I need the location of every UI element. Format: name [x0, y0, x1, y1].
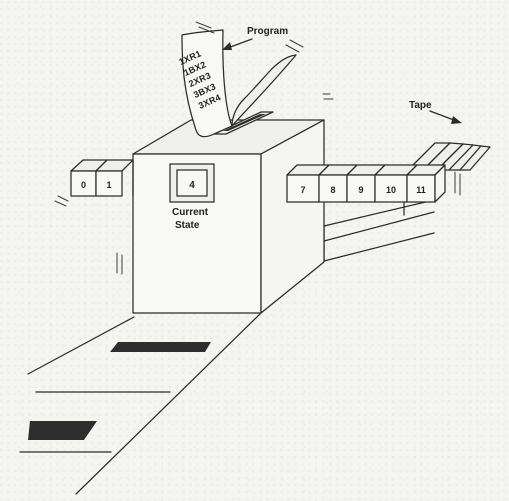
machine-box	[133, 120, 324, 313]
right-cell-label-7: 7	[300, 185, 305, 195]
diagram-labels: Program Tape	[222, 26, 462, 124]
left-cell-label-0: 0	[81, 180, 86, 190]
machine-side-face	[261, 120, 324, 313]
program-arrow-head	[222, 42, 232, 50]
tape-label: Tape	[409, 100, 432, 111]
right-cell-label-9: 9	[358, 185, 363, 195]
tape-arrow-head	[451, 116, 462, 124]
track-edge-right	[76, 314, 260, 494]
track-link-1	[324, 200, 434, 226]
right-cell-label-10: 10	[386, 185, 396, 195]
right-cell-label-8: 8	[330, 185, 335, 195]
floor-track	[20, 314, 260, 494]
motion-mark-left-1	[58, 196, 68, 201]
state-label-line-1: Current	[172, 207, 209, 218]
left-cell-label-1: 1	[106, 180, 111, 190]
right-cell-label-11: 11	[416, 185, 426, 195]
program-label: Program	[247, 26, 288, 37]
state-value: 4	[189, 180, 195, 191]
state-label-line-2: State	[175, 220, 200, 231]
motion-mark-program-1	[196, 22, 211, 28]
track-mark-1	[110, 342, 211, 352]
track-mark-2	[28, 421, 97, 440]
right-tape: 7 8 9 10 11	[287, 165, 445, 202]
motion-mark-program-4	[290, 40, 303, 47]
motion-mark-left-2	[55, 201, 66, 206]
motion-mark-program-3	[286, 45, 299, 52]
left-tape: 0 1	[71, 160, 133, 196]
